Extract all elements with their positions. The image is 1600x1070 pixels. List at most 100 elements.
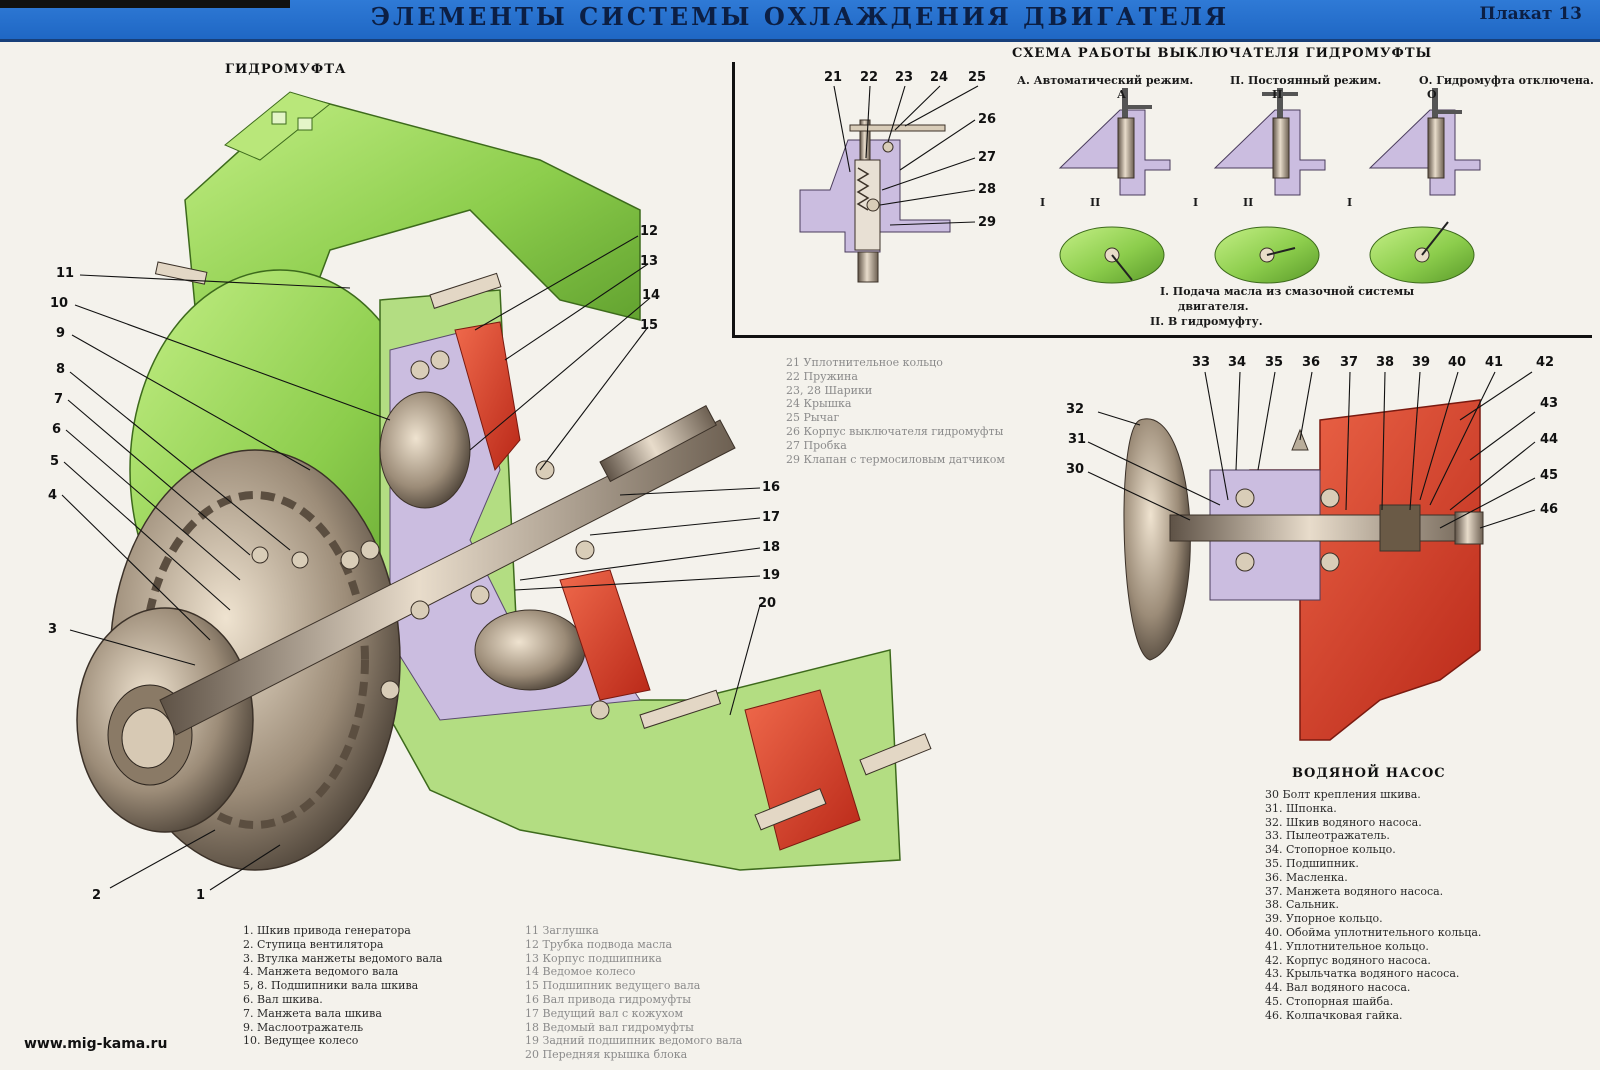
callout-36: 36 — [1302, 355, 1321, 370]
callout-11: 11 — [56, 266, 75, 281]
callout-12: 12 — [640, 224, 659, 239]
legend-item: 38. Сальник. — [1265, 898, 1339, 912]
legend-item: 2. Ступица вентилятора — [243, 937, 384, 951]
callout-13: 13 — [640, 254, 659, 269]
flow-mark-I: I — [1347, 196, 1353, 209]
mode-diagrams — [1058, 88, 1481, 284]
legend-item: 37. Манжета водяного насоса. — [1265, 884, 1444, 898]
flow-mark-II: II — [1243, 196, 1254, 209]
legend-item: 33. Пылеотражатель. — [1265, 829, 1390, 843]
mode-auto-diagram — [1058, 88, 1171, 284]
callout-8: 8 — [56, 362, 66, 377]
legend-item: 16 Вал привода гидромуфты — [525, 992, 691, 1006]
pump-leader-lines — [1087, 371, 1536, 529]
callout-28: 28 — [978, 182, 997, 197]
callout-15: 15 — [640, 318, 659, 333]
legend-item: 42. Корпус водяного насоса. — [1265, 953, 1431, 967]
callout-24: 24 — [930, 70, 949, 85]
pump-title: ВОДЯНОЙ НАСОС — [1292, 766, 1446, 781]
callout-10: 10 — [50, 296, 69, 311]
callout-38: 38 — [1376, 355, 1395, 370]
legend-item: 45. Стопорная шайба. — [1265, 994, 1394, 1008]
note-line: I. Подача масла из смазочной системы — [1160, 285, 1415, 298]
callout-39: 39 — [1412, 355, 1431, 370]
mode-off-label: О. Гидромуфта отключена. — [1419, 74, 1594, 87]
mode-auto-label: А. Автоматический режим. — [1017, 74, 1194, 87]
callout-19: 19 — [762, 568, 781, 583]
legend-item: 30 Болт крепления шкива. — [1265, 788, 1421, 801]
legend-item: 24 Крышка — [786, 397, 852, 411]
legend-item: 14 Ведомое колесо — [525, 965, 636, 979]
switch-leader-lines — [833, 85, 979, 226]
callout-22: 22 — [860, 70, 879, 85]
legend-item: 15 Подшипник ведущего вала — [525, 979, 701, 993]
legend-item: 5, 8. Подшипники вала шкива — [243, 979, 419, 993]
callout-34: 34 — [1228, 355, 1247, 370]
note-line: II. В гидромуфту. — [1150, 315, 1263, 328]
callout-18: 18 — [762, 540, 781, 555]
legend-item: 41. Уплотнительное кольцо. — [1265, 939, 1429, 953]
coupling-legend-right: 11 Заглушка 12 Трубка подвода масла 13 К… — [525, 924, 742, 1062]
coupling-illustration — [76, 91, 932, 871]
pump-legend: 30 Болт крепления шкива. 31. Шпонка. 32.… — [1265, 788, 1481, 1023]
mode-permanent-label: П. Постоянный режим. — [1230, 74, 1382, 87]
legend-item: 11 Заглушка — [525, 924, 599, 937]
legend-item: 35. Подшипник. — [1265, 856, 1359, 870]
callout-27: 27 — [978, 150, 997, 165]
callout-21: 21 — [824, 70, 843, 85]
mode-permanent-letter: П — [1272, 88, 1283, 101]
legend-item: 32. Шкив водяного насоса. — [1265, 815, 1422, 829]
water-pump-illustration — [1123, 399, 1484, 741]
callout-30: 30 — [1066, 462, 1085, 477]
callout-16: 16 — [762, 480, 781, 495]
callout-42: 42 — [1536, 355, 1555, 370]
legend-item: 29 Клапан с термосиловым датчиком — [786, 452, 1005, 466]
legend-item: 7. Манжета вала шкива — [243, 1006, 382, 1020]
legend-item: 21 Уплотнительное кольцо — [786, 356, 943, 369]
callout-7: 7 — [54, 392, 64, 407]
legend-item: 1. Шкив привода генератора — [243, 924, 411, 937]
mode-permanent-diagram — [1213, 88, 1326, 284]
callout-41: 41 — [1485, 355, 1504, 370]
callout-3: 3 — [48, 622, 58, 637]
mode-off-letter: О — [1427, 88, 1437, 101]
legend-item: 39. Упорное кольцо. — [1265, 912, 1383, 926]
title-bar-corner — [0, 0, 290, 8]
callout-44: 44 — [1540, 432, 1559, 447]
callout-31: 31 — [1068, 432, 1087, 447]
legend-item: 20 Передняя крышка блока — [525, 1048, 688, 1062]
note-line: двигателя. — [1178, 300, 1249, 313]
callout-32: 32 — [1066, 402, 1085, 417]
callout-5: 5 — [50, 454, 60, 469]
legend-item: 6. Вал шкива. — [243, 992, 323, 1006]
callout-43: 43 — [1540, 396, 1559, 411]
legend-item: 36. Масленка. — [1265, 870, 1348, 884]
callout-29: 29 — [978, 215, 997, 230]
coupling-title: ГИДРОМУФТА — [225, 62, 347, 77]
callout-45: 45 — [1540, 468, 1559, 483]
callout-2: 2 — [92, 888, 102, 903]
legend-item: 4. Манжета ведомого вала — [243, 965, 399, 979]
coupling-legend-left: 1. Шкив привода генератора 2. Ступица ве… — [243, 924, 442, 1048]
callout-9: 9 — [56, 326, 66, 341]
legend-item: 26 Корпус выключателя гидромуфты — [786, 424, 1004, 438]
legend-item: 18 Ведомый вал гидромуфты — [525, 1020, 694, 1034]
flow-mark-II: II — [1090, 196, 1101, 209]
website-link[interactable]: www.mig-kama.ru — [24, 1036, 168, 1052]
legend-item: 22 Пружина — [786, 369, 858, 383]
legend-item: 25 Рычаг — [786, 411, 840, 425]
flow-mark-I: I — [1193, 196, 1199, 209]
callout-40: 40 — [1448, 355, 1467, 370]
legend-item: 12 Трубка подвода масла — [525, 937, 673, 951]
legend-item: 40. Обойма уплотнительного кольца. — [1265, 925, 1482, 939]
legend-item: 34. Стопорное кольцо. — [1265, 843, 1396, 857]
legend-item: 19 Задний подшипник ведомого вала — [525, 1034, 743, 1048]
callout-26: 26 — [978, 112, 997, 127]
coupling-leader-lines — [61, 235, 761, 891]
mode-off-diagram — [1368, 88, 1481, 284]
legend-item: 27 Пробка — [786, 438, 847, 452]
callout-14: 14 — [642, 288, 661, 303]
legend-item: 17 Ведущий вал с кожухом — [525, 1006, 684, 1020]
legend-item: 23, 28 Шарики — [786, 383, 873, 397]
